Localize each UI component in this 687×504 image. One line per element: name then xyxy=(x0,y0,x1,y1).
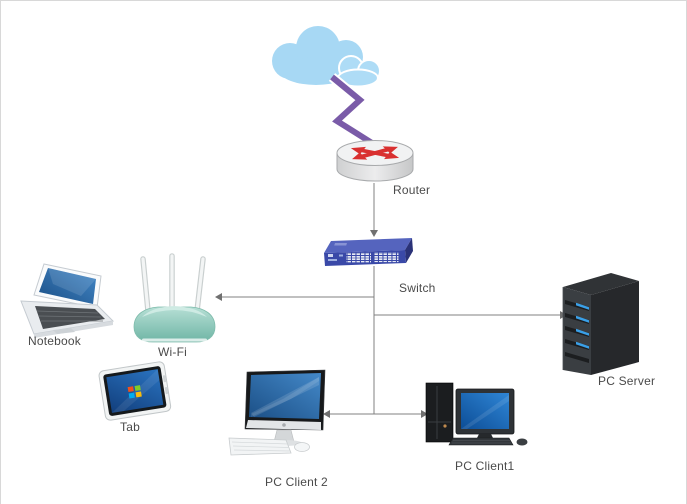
tablet-icon[interactable] xyxy=(98,361,172,421)
mouse-icon xyxy=(516,438,528,446)
edge-lines xyxy=(221,183,561,415)
server-led-lights-icon xyxy=(576,302,589,349)
switch-label: Switch xyxy=(399,281,436,295)
wifi-label: Wi-Fi xyxy=(158,345,187,359)
router-arrows-icon xyxy=(350,146,400,160)
arrowhead-to-switch xyxy=(370,230,378,237)
notebook-icon[interactable] xyxy=(20,263,115,338)
mouse-icon xyxy=(294,442,310,452)
tab-label: Tab xyxy=(120,420,140,434)
wifi-antennas-icon xyxy=(140,253,206,314)
notebook-label: Notebook xyxy=(28,334,81,348)
wifi-router-icon[interactable] xyxy=(133,253,216,343)
pc-client2-icon[interactable] xyxy=(228,369,326,456)
pc-client1-label: PC Client1 xyxy=(455,459,515,473)
windows-logo-icon xyxy=(127,385,142,399)
edge-arrowheads xyxy=(215,230,567,418)
tower-icon xyxy=(425,382,454,443)
lightning-bolt-icon xyxy=(328,73,375,148)
router-label: Router xyxy=(393,183,431,197)
router-icon[interactable] xyxy=(336,140,414,182)
arrowhead-to-pc-client2 xyxy=(323,410,330,418)
pc-server-label: PC Server xyxy=(598,374,656,388)
pc-server-icon[interactable] xyxy=(562,273,639,375)
pc-client1-icon[interactable] xyxy=(425,382,528,446)
arrowhead-to-pc-client1 xyxy=(421,410,428,418)
internet-cloud-icon[interactable] xyxy=(272,26,381,88)
arrowhead-to-wifi xyxy=(215,293,222,301)
pc-client2-label: PC Client 2 xyxy=(265,475,328,489)
keyboard-icon xyxy=(448,437,514,446)
switch-icon[interactable] xyxy=(324,238,413,266)
